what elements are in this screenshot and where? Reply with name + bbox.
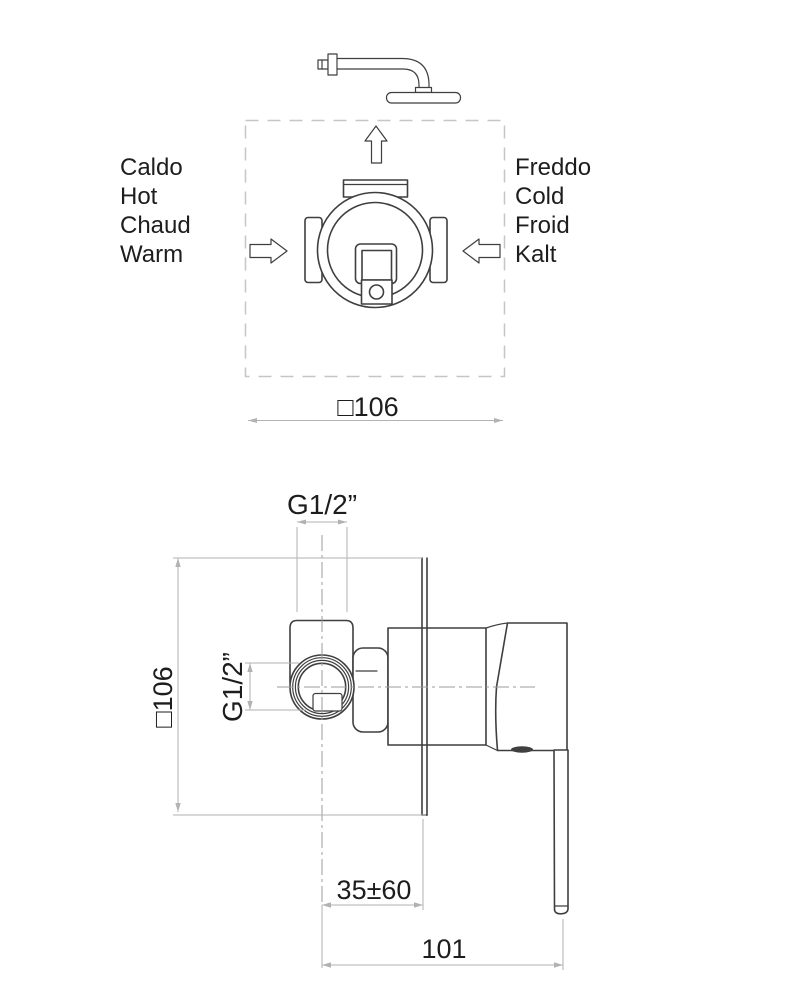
cold-inlet-arrow-icon — [462, 238, 501, 264]
projection-dimension: 101 — [321, 905, 564, 970]
handle-lever — [553, 749, 569, 915]
hot-label-en: Hot — [120, 183, 158, 210]
cold-label-fr: Froid — [515, 212, 570, 239]
arrowhead-bottom — [175, 803, 181, 812]
installation-dashed-box — [244, 119, 506, 378]
cold-label-it: Freddo — [515, 154, 591, 181]
arrowhead-right — [494, 418, 503, 423]
handle-pin — [511, 746, 533, 753]
inlet-thread-dimension: G1/2” — [217, 652, 306, 722]
top-thread-dimension: G1/2” — [287, 489, 357, 612]
arm-pipe-outer — [336, 57, 430, 89]
union-ring-3 — [294, 659, 350, 715]
up-outlet-arrow-icon — [364, 125, 388, 164]
cap-bottom-transition — [485, 744, 499, 752]
projection-value: 101 — [421, 934, 466, 964]
shower-head-collar — [414, 86, 433, 94]
hot-water-labels: Caldo Hot Chaud Warm — [120, 154, 191, 268]
arrowhead-bottom — [247, 701, 253, 710]
wall-depth-dimension: 35±60 — [322, 819, 424, 910]
hot-inlet-arrow-icon — [249, 238, 288, 264]
shower-arm-flange — [327, 53, 338, 76]
cold-water-labels: Freddo Cold Froid Kalt — [515, 154, 591, 268]
shower-arm-thread-tip — [317, 59, 329, 70]
plate-height-dimension: □106 — [148, 557, 426, 816]
cartridge-inner — [361, 249, 393, 281]
arrowhead-right — [554, 962, 563, 968]
box-width-dimension: □106 — [248, 392, 503, 423]
plate-height-value: □106 — [148, 666, 178, 727]
hot-label-it: Caldo — [120, 154, 183, 181]
cartridge-base — [360, 279, 393, 305]
wall-depth-value: 35±60 — [337, 875, 412, 905]
cartridge-screw-hole — [368, 284, 385, 300]
mixer-side-view: G1/2” □106 G1/2” 35±60 — [148, 489, 569, 970]
arrowhead-left — [322, 902, 331, 908]
box-width-value: □106 — [337, 392, 398, 422]
hot-label-fr: Chaud — [120, 212, 191, 239]
top-thread-value: G1/2” — [287, 489, 357, 520]
arrowhead-left — [297, 519, 306, 525]
arrowhead-left — [248, 418, 257, 423]
mixer-front-view: Caldo Hot Chaud Warm Freddo Cold Froid K… — [120, 119, 591, 423]
cold-label-en: Cold — [515, 183, 564, 210]
arrowhead-right — [414, 902, 423, 908]
shower-head — [385, 91, 462, 104]
arrowhead-right — [338, 519, 347, 525]
shower-arm-drawing — [317, 53, 462, 104]
arrowhead-left — [322, 962, 331, 968]
arrowhead-top — [175, 558, 181, 567]
union-slot — [312, 692, 343, 712]
arrowhead-top — [247, 663, 253, 672]
cold-label-de: Kalt — [515, 241, 557, 268]
inlet-connector — [352, 647, 389, 733]
hot-label-de: Warm — [120, 241, 183, 268]
cap-top-transition — [485, 622, 509, 629]
inlet-thread-value: G1/2” — [217, 652, 248, 722]
arm-pipe-inner — [336, 68, 420, 89]
